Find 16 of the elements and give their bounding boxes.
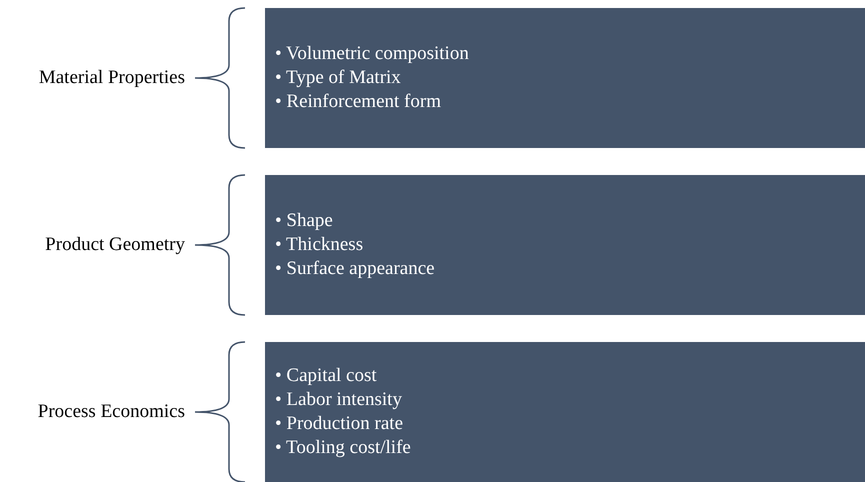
bullet-item: • Shape	[275, 209, 334, 233]
bullet-item: • Tooling cost/life	[275, 436, 412, 460]
category-label: Process Economics	[38, 401, 185, 423]
bullet-item: • Surface appearance	[275, 257, 436, 281]
list-panel	[265, 342, 865, 482]
bullet-item: • Reinforcement form	[275, 90, 442, 114]
list-panel	[265, 8, 865, 148]
bullet-item: • Volumetric composition	[275, 42, 470, 66]
bullet-item: • Labor intensity	[275, 388, 403, 412]
bullet-item: • Production rate	[275, 412, 404, 436]
category-label: Product Geometry	[45, 234, 185, 256]
category-label: Material Properties	[38, 67, 185, 89]
bullet-item: • Thickness	[275, 233, 364, 257]
list-panel	[265, 175, 865, 315]
bullet-item: • Capital cost	[275, 364, 378, 388]
bullet-item: • Type of Matrix	[275, 66, 402, 90]
